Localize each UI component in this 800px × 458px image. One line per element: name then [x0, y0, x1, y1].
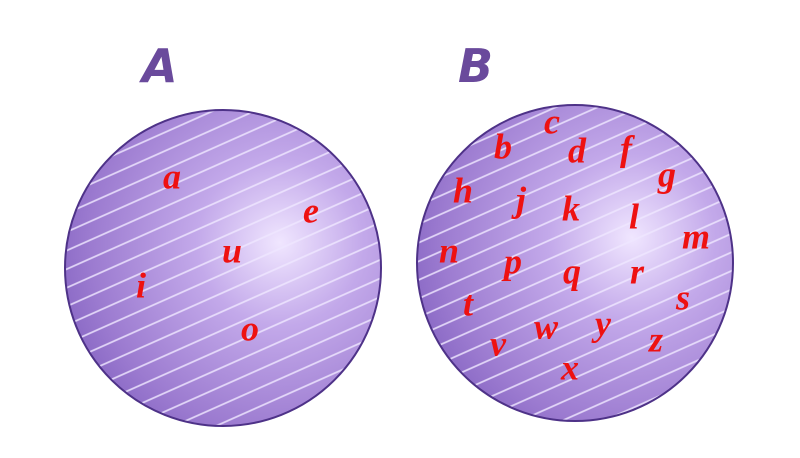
set-b-element-b: b: [494, 126, 512, 166]
set-b-element-v: v: [490, 323, 507, 363]
set-a-element-i: i: [136, 265, 146, 305]
set-a-element-a: a: [163, 156, 181, 196]
set-b-element-l: l: [629, 196, 639, 236]
set-b-element-n: n: [439, 230, 459, 270]
set-b-element-p: p: [501, 241, 522, 281]
set-a-label: A: [142, 39, 178, 93]
set-b-element-s: s: [675, 277, 690, 317]
set-b-element-q: q: [563, 251, 581, 291]
set-b-element-t: t: [463, 283, 474, 323]
set-b-element-c: c: [544, 101, 560, 141]
set-b-element-g: g: [657, 154, 676, 194]
set-a-circle: [64, 109, 382, 427]
set-b-element-w: w: [534, 306, 559, 346]
set-b-element-r: r: [630, 251, 645, 291]
set-b-element-z: z: [647, 319, 663, 359]
set-b-element-m: m: [682, 216, 710, 256]
set-a-element-u: u: [222, 230, 242, 270]
set-b-circle: [416, 104, 734, 422]
set-b-label: B: [458, 39, 494, 93]
set-b-element-d: d: [568, 130, 587, 170]
set-a-elements: a e u i o: [136, 156, 319, 348]
set-b-element-y: y: [591, 303, 612, 343]
set-b-element-x: x: [560, 347, 579, 387]
set-b-element-k: k: [562, 188, 580, 228]
set-b-element-f: f: [620, 128, 635, 168]
set-a-element-e: e: [303, 190, 319, 230]
set-a-element-o: o: [241, 308, 259, 348]
set-b-element-h: h: [453, 170, 473, 210]
